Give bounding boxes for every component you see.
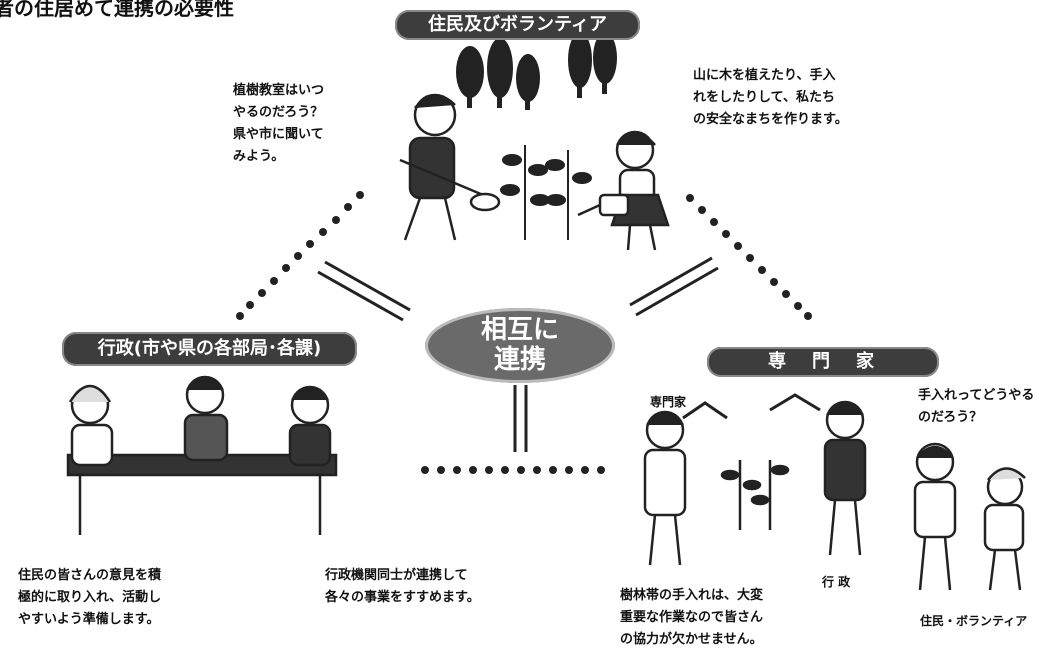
residents-banner: 住民及びボランティア [395,10,640,40]
experts-banner: 専 門 家 [707,347,939,377]
government-banner: 行政(市や県の各部局･各課) [62,332,357,366]
saplings-icon [500,145,592,240]
volunteer-label: 住民・ボランティア [920,614,1028,628]
page-heading: 者の住居めて連携の必要性 [0,0,234,20]
expert-bottom-text: 樹林帯の手入れは、大変 重要な作業なので皆さん の協力が欠かせません。 [620,588,764,647]
government-right-text: 行政機関同士が連携して 各々の事業をすすめます。 [325,568,480,605]
connection-lines [66,32,1026,591]
girl-with-watering-can-icon [577,130,670,251]
forest-trees-icon [456,32,617,110]
center-label-line2: 連携 [493,345,546,375]
mountains-icon [682,393,821,420]
boy-with-shovel-icon [399,93,501,241]
expert-figures-icon [643,400,1026,591]
expert-label: 専門家 [650,395,687,409]
dotted-line-bottom [421,466,605,474]
dotted-line-left [236,191,364,320]
residents-right-text: 山に木を植えたり、手入 れをしたりして、私たち の安全なまちを作ります。 [693,68,848,127]
government-left-text: 住民の皆さんの意見を積 極的に取り入れ、活動し やすいよう準備します。 [18,568,162,627]
expert-question-text: 手入れってどうやる のだろう？ [918,388,1035,425]
meeting-table-icon [66,375,338,535]
double-lines [317,256,719,452]
residents-left-text: 植樹教室はいつ やるのだろう？ 県や市に聞いて みよう。 [233,83,325,164]
dotted-line-right [686,194,812,320]
center-cooperation-badge: 相互に 連携 [425,308,615,383]
center-label-line1: 相互に [480,315,559,345]
government-label: 行 政 [822,575,851,589]
